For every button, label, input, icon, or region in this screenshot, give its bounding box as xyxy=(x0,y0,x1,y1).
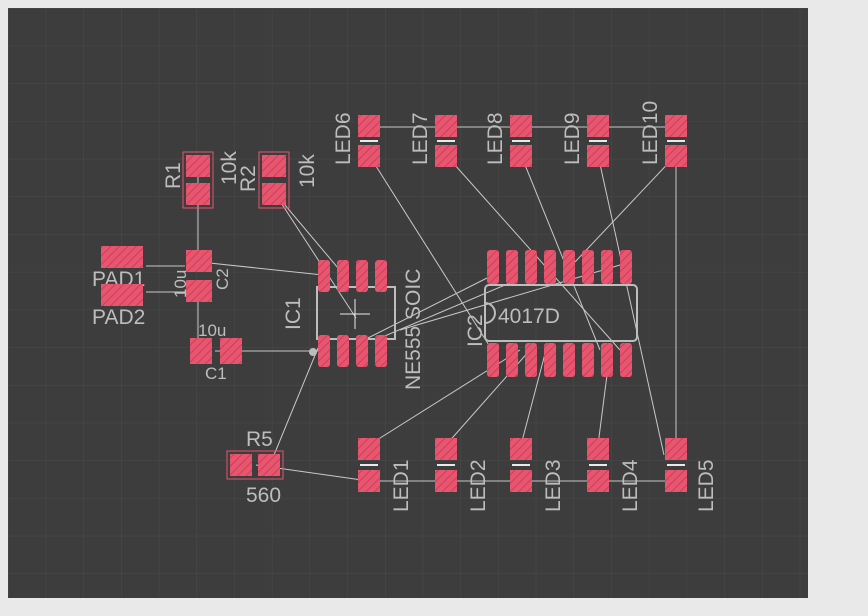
ratsnest-lines xyxy=(146,126,677,482)
r2-value: 10k xyxy=(296,154,319,188)
r5-label: R5 xyxy=(246,428,273,451)
led8[interactable]: LED8 xyxy=(484,112,532,167)
led7-label: LED7 xyxy=(409,112,432,165)
led5[interactable]: LED5 xyxy=(665,438,718,512)
resistor-r1[interactable]: R1 10k xyxy=(162,151,241,209)
r1-label: R1 xyxy=(162,162,185,189)
r1-value: 10k xyxy=(218,151,241,185)
ic2-value: 4017D xyxy=(498,305,560,328)
led2-label: LED2 xyxy=(467,459,490,512)
c1-value: 10u xyxy=(198,321,226,340)
led1[interactable]: LED1 xyxy=(358,438,413,512)
ic1-value: NE555 SOIC xyxy=(402,269,425,390)
resistor-r5[interactable]: R5 560 xyxy=(226,428,284,507)
ic2-label: IC2 xyxy=(464,314,487,347)
led2[interactable]: LED2 xyxy=(435,438,490,512)
led8-label: LED8 xyxy=(484,112,507,165)
pad2[interactable]: PAD2 xyxy=(92,284,145,329)
led1-label: LED1 xyxy=(390,459,413,512)
led4-label: LED4 xyxy=(619,459,642,512)
led3-label: LED3 xyxy=(542,459,565,512)
led7[interactable]: LED7 xyxy=(409,112,457,167)
r5-value: 560 xyxy=(246,484,281,507)
capacitor-c2[interactable]: 10u C2 xyxy=(171,250,232,302)
led9[interactable]: LED9 xyxy=(561,112,609,167)
led6-label: LED6 xyxy=(332,112,355,165)
resistor-r2[interactable]: R2 10k xyxy=(237,151,319,209)
led-row-top: LED6 LED7 LED8 LED9 LED10 xyxy=(332,101,687,167)
ic1-ne555[interactable]: IC1 NE555 SOIC xyxy=(282,260,425,390)
led-row-bottom: LED1 LED2 LED3 LED4 LED5 xyxy=(358,438,718,512)
led5-label: LED5 xyxy=(695,459,718,512)
c2-label: C2 xyxy=(213,268,232,290)
led10[interactable]: LED10 xyxy=(639,101,687,167)
led6[interactable]: LED6 xyxy=(332,112,380,167)
c1-label: C1 xyxy=(205,364,227,383)
led10-label: LED10 xyxy=(639,101,662,165)
led3[interactable]: LED3 xyxy=(510,438,565,512)
led9-label: LED9 xyxy=(561,112,584,165)
c2-value: 10u xyxy=(171,270,190,298)
led4[interactable]: LED4 xyxy=(587,438,642,512)
r2-label: R2 xyxy=(237,165,260,192)
capacitor-c1[interactable]: 10u C1 xyxy=(190,321,242,383)
ic1-label: IC1 xyxy=(282,297,305,330)
pad2-label: PAD2 xyxy=(92,306,145,329)
ic2-4017d[interactable]: 4017D IC2 xyxy=(464,250,638,377)
